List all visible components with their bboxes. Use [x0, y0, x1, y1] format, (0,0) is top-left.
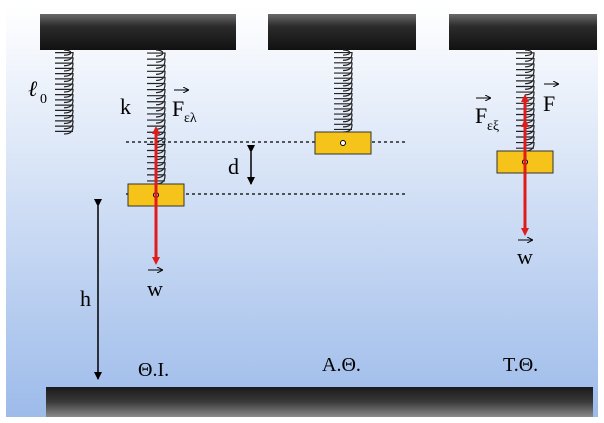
- spring-random-position: [516, 49, 535, 152]
- weight-label-random: w: [517, 244, 533, 269]
- center-dot-equilibrium: [340, 140, 346, 146]
- state-label-random: Τ.Θ.: [503, 354, 538, 376]
- natural-length-label: ℓ: [28, 76, 38, 101]
- displacement-label: d: [228, 154, 239, 179]
- spring-constant-label: k: [120, 94, 131, 119]
- height-label: h: [80, 286, 91, 311]
- spring-mass-diagram: ℓ 0 k F ελ w d h F εξ F w Θ.Ι. Α.Θ. Τ.Θ.: [6, 6, 598, 417]
- restoring-force-subscript: εξ: [487, 119, 499, 134]
- total-force-label: F: [543, 91, 555, 116]
- background-panel: [6, 6, 598, 417]
- state-label-equilibrium: Α.Θ.: [322, 354, 361, 376]
- ceiling-left: [40, 14, 236, 50]
- spring-natural-length: [55, 49, 74, 135]
- state-label-initial: Θ.Ι.: [138, 359, 169, 381]
- elastic-force-subscript: ελ: [184, 111, 197, 126]
- spring-equilibrium: [334, 49, 353, 133]
- ceiling-right: [449, 14, 597, 50]
- floor-ground: [46, 387, 593, 417]
- restoring-force-label: F: [475, 103, 487, 128]
- spring-stretched: [147, 49, 166, 185]
- elastic-force-label: F: [172, 96, 184, 121]
- ceiling-middle: [268, 14, 416, 50]
- natural-length-subscript: 0: [40, 92, 47, 107]
- diagram-frame: ℓ 0 k F ελ w d h F εξ F w Θ.Ι. Α.Θ. Τ.Θ.: [6, 6, 598, 417]
- weight-label-initial: w: [147, 276, 163, 301]
